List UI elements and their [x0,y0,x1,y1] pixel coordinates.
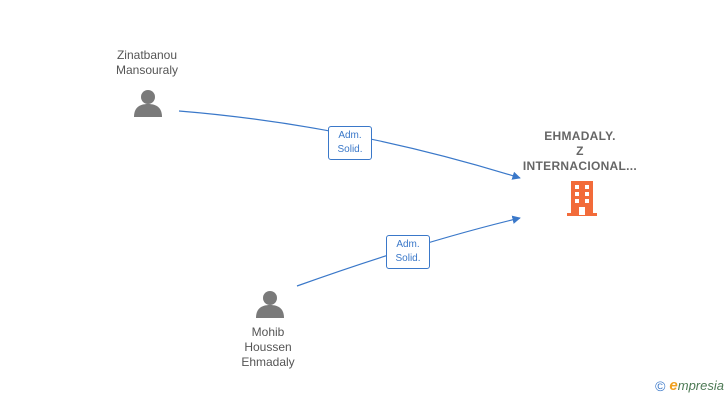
person-name-line: Ehmadaly [241,355,295,369]
person-name-line: Zinatbanou [116,48,178,62]
person-icon[interactable] [255,289,285,319]
company-name-line: Z [576,144,584,158]
person-name-line: Mansouraly [115,63,179,77]
relation-label[interactable]: Adm. Solid. [328,126,372,160]
company-name-line: EHMADALY. [544,129,616,143]
brand-logo[interactable]: © e mpresia [655,377,724,394]
person-name-line: Houssen [244,340,292,354]
relation-label[interactable]: Adm. Solid. [386,235,430,269]
copyright-icon: © [655,377,666,394]
brand-logo-letter: e [669,377,678,394]
building-icon[interactable] [566,180,598,216]
brand-logo-text: mpresia [677,378,724,393]
person-name-mohib[interactable]: Mohib Houssen Ehmadaly [208,325,328,370]
relation-label-line: Solid. [337,144,363,155]
company-name[interactable]: EHMADALY. Z INTERNACIONAL... [510,129,650,174]
relation-label-line: Adm. [338,130,362,141]
person-name-line: Mohib [251,325,285,339]
person-icon[interactable] [133,88,163,118]
company-name-line: INTERNACIONAL... [522,159,638,173]
person-name-zinatbanou[interactable]: Zinatbanou Mansouraly [87,48,207,78]
relation-label-line: Adm. [396,239,420,250]
relation-label-line: Solid. [395,253,421,264]
